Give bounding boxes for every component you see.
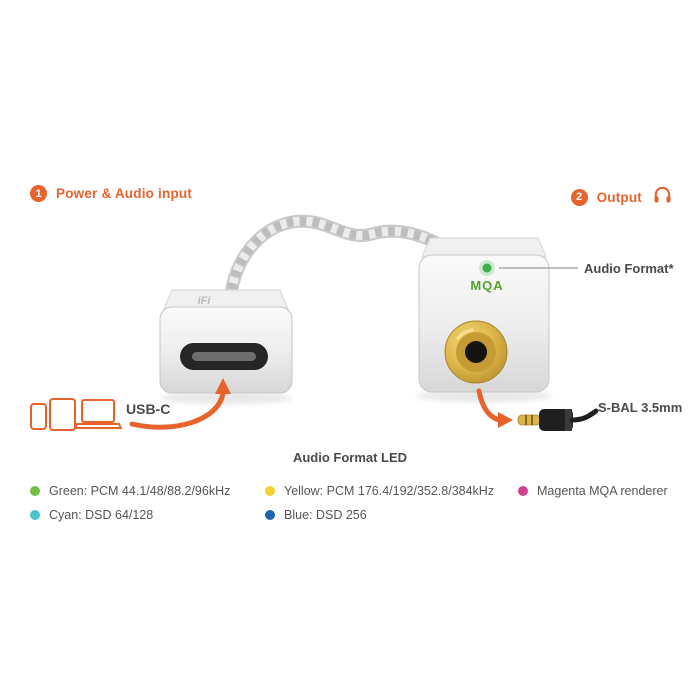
- headphones-icon: [653, 185, 672, 209]
- legend-label: Blue: DSD 256: [284, 508, 367, 522]
- usb-c-callout: USB-C: [126, 401, 171, 417]
- green-led-dot: [30, 486, 40, 496]
- laptop-icon: [73, 399, 123, 429]
- dongle-top-face: [163, 289, 289, 310]
- dac-body: MQA: [418, 237, 550, 393]
- yellow-led-dot: [265, 486, 275, 496]
- magenta-led-dot: [518, 486, 528, 496]
- blue-led-dot: [265, 510, 275, 520]
- step-2-label: Output: [596, 189, 642, 205]
- usb-c-dongle: iFi: [159, 289, 293, 394]
- legend-label: Magenta MQA renderer: [537, 484, 668, 498]
- legend-label: Cyan: DSD 64/128: [49, 508, 154, 522]
- step-2: 2 Output: [570, 185, 672, 209]
- cyan-led-dot: [30, 510, 40, 520]
- usb-c-port: [180, 343, 268, 370]
- legend-label: Yellow: PCM 176.4/192/352.8/384kHz: [284, 484, 495, 498]
- s-bal-callout: S-BAL 3.5mm: [598, 400, 683, 415]
- legend-label: Green: PCM 44.1/48/88.2/96kHz: [49, 484, 231, 498]
- legend-item-green: Green: PCM 44.1/48/88.2/96kHz: [30, 484, 230, 498]
- s-bal-arrow: [476, 388, 513, 428]
- legend-item-cyan: Cyan: DSD 64/128: [30, 508, 153, 522]
- legend-item-yellow: Yellow: PCM 176.4/192/352.8/384kHz: [265, 484, 494, 498]
- step-2-badge: 2: [570, 188, 588, 206]
- brand-logo: iFi: [198, 295, 212, 307]
- led-indicator: [482, 263, 492, 273]
- step-1: 1 Power & Audio input: [30, 185, 192, 202]
- gold-jack-3-5mm: [444, 320, 508, 384]
- legend-item-blue: Blue: DSD 256: [265, 508, 367, 522]
- smartphone-icon: [30, 403, 47, 430]
- mqa-logo: MQA: [470, 278, 503, 293]
- legend-title: Audio Format LED: [292, 450, 408, 465]
- usb-c-arrow: [129, 378, 231, 430]
- body-top-face: [421, 237, 547, 258]
- plug-3-5mm: [517, 408, 599, 431]
- step-1-label: Power & Audio input: [56, 186, 193, 201]
- audio-format-callout: Audio Format*: [584, 261, 674, 276]
- step-1-badge: 1: [30, 185, 47, 202]
- braided-cable: [224, 214, 459, 303]
- legend-item-magenta: Magenta MQA renderer: [518, 484, 668, 498]
- tablet-icon: [49, 398, 76, 431]
- dongle-shadow: [160, 392, 292, 404]
- source-devices: [30, 398, 123, 431]
- body-shadow: [416, 390, 552, 402]
